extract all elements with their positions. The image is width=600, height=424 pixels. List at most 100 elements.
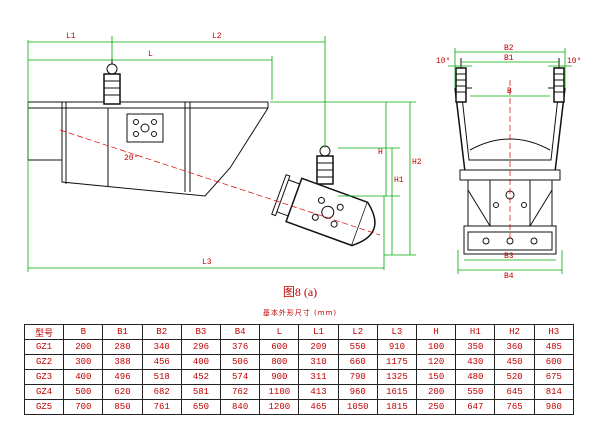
dimension-cell: 506: [220, 354, 261, 370]
dim-label-angle: 20°: [124, 154, 138, 163]
dimension-cell: 480: [455, 369, 496, 385]
dimension-cell: 800: [259, 354, 300, 370]
dimension-cell: 765: [494, 399, 535, 415]
dimension-cell: 430: [455, 354, 496, 370]
dimension-cell: 581: [180, 384, 222, 400]
dimension-cell: 250: [416, 399, 457, 415]
table-header-cell: H2: [494, 324, 535, 340]
dim-label-B3: B3: [504, 252, 514, 261]
dim-label-B1: B1: [504, 54, 514, 63]
dimension-cell: 960: [337, 384, 378, 400]
dim-label-L1: L1: [66, 32, 76, 41]
dimension-cell: 574: [220, 369, 261, 385]
dimension-cell: 980: [533, 399, 575, 415]
end-view-dim-labels: B2 B1 B B3 B4 10° 10°: [436, 44, 581, 281]
table-header-cell: 型号: [23, 324, 65, 340]
dimension-cell: 647: [455, 399, 496, 415]
table-header-cell: H1: [455, 324, 496, 340]
dimension-cell: 700: [63, 399, 104, 415]
dimension-cell: 350: [455, 339, 496, 355]
dimension-cell: 300: [63, 354, 104, 370]
dimension-cell: 296: [180, 339, 222, 355]
dimension-cell: 400: [180, 354, 222, 370]
dimension-cell: 310: [298, 354, 339, 370]
dimension-cell: 840: [220, 399, 261, 415]
dimension-cell: 660: [337, 354, 378, 370]
table-header-cell: H: [416, 324, 457, 340]
table-header-cell: L1: [298, 324, 339, 340]
dimension-cell: 500: [63, 384, 104, 400]
dimension-cell: 1100: [259, 384, 300, 400]
table-header-cell: B4: [220, 324, 261, 340]
dimension-cell: 496: [102, 369, 143, 385]
dimension-cell: 200: [416, 384, 457, 400]
table-header-cell: B2: [141, 324, 182, 340]
side-view-dimensions: [27, 36, 416, 272]
dimension-cell: 450: [494, 354, 535, 370]
dimension-cell: 376: [220, 339, 261, 355]
dimension-cell: 209: [298, 339, 339, 355]
technical-drawing: L1 L2 L L3 H H1 H2 20°: [27, 32, 581, 281]
dimension-cell: 600: [259, 339, 300, 355]
dimension-cell: 360: [494, 339, 535, 355]
dimension-cell: 452: [180, 369, 222, 385]
dimension-cell: 456: [141, 354, 182, 370]
table-header-cell: H3: [533, 324, 575, 340]
dimension-cell: 280: [102, 339, 143, 355]
dimension-cell: 413: [298, 384, 339, 400]
dim-label-B2: B2: [504, 44, 514, 53]
dimension-cell: 388: [102, 354, 143, 370]
dimension-cell: 900: [259, 369, 300, 385]
side-view-dim-labels: L1 L2 L L3 H H1 H2 20°: [66, 32, 422, 267]
dimension-cell: 790: [337, 369, 378, 385]
dimension-cell: 550: [337, 339, 378, 355]
dimension-cell: 150: [416, 369, 457, 385]
dimension-cell: 465: [298, 399, 339, 415]
table-header-cell: L: [259, 324, 300, 340]
dimension-cell: 550: [455, 384, 496, 400]
dimension-cell: 485: [533, 339, 575, 355]
model-cell: GZ3: [23, 369, 65, 385]
table-header-cell: B3: [180, 324, 222, 340]
vibration-axis-line: [59, 129, 381, 236]
dimension-cell: 1200: [259, 399, 300, 415]
dimension-cell: 120: [416, 354, 457, 370]
dimension-cell: 518: [141, 369, 182, 385]
dimension-cell: 682: [141, 384, 182, 400]
table-header-cell: L3: [376, 324, 418, 340]
dimension-cell: 761: [141, 399, 182, 415]
dimension-cell: 520: [494, 369, 535, 385]
dimension-cell: 850: [102, 399, 143, 415]
dimension-cell: 100: [416, 339, 457, 355]
dimension-cell: 311: [298, 369, 339, 385]
dimension-cell: 600: [533, 354, 575, 370]
dimension-cell: 1615: [376, 384, 418, 400]
dimension-cell: 1325: [376, 369, 418, 385]
dim-label-H1: H1: [394, 176, 404, 185]
dim-label-L3: L3: [202, 258, 212, 267]
dim-label-tilt-right: 10°: [567, 57, 581, 66]
dimension-cell: 675: [533, 369, 575, 385]
table-header-cell: B1: [102, 324, 143, 340]
dimension-cell: 340: [141, 339, 182, 355]
table-header-cell: B: [63, 324, 104, 340]
dim-label-B4: B4: [504, 272, 514, 281]
figure-caption: 图8 (a): [282, 285, 318, 299]
dimension-cell: 645: [494, 384, 535, 400]
model-cell: GZ5: [23, 399, 65, 415]
dimension-cell: 200: [63, 339, 104, 355]
table-title: 基本外形尺寸 (mm): [262, 309, 338, 317]
dimension-cell: 762: [220, 384, 261, 400]
end-view-dimensions: [448, 48, 572, 274]
model-cell: GZ4: [23, 384, 65, 400]
dim-label-H: H: [378, 148, 383, 157]
dim-label-L: L: [148, 50, 153, 59]
dimension-cell: 1175: [376, 354, 418, 370]
